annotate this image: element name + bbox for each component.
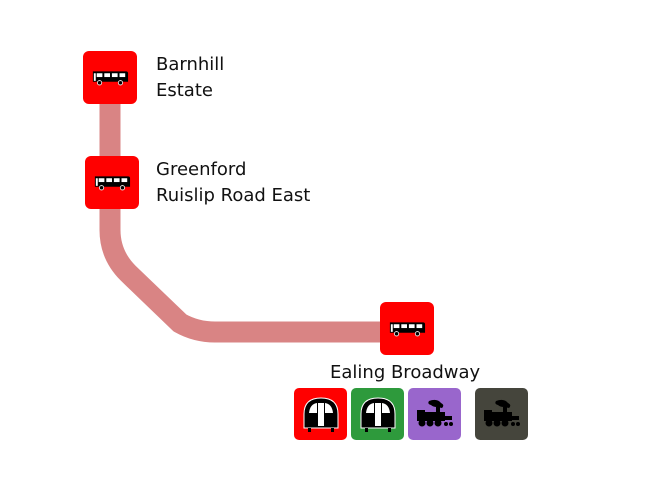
- stop-barnhill-estate[interactable]: [83, 51, 137, 104]
- mode-underground-green[interactable]: [351, 388, 404, 440]
- bus-icon: [388, 321, 426, 337]
- mode-rail-purple[interactable]: [408, 388, 461, 440]
- stop-ealing-broadway[interactable]: [380, 302, 434, 355]
- bus-icon: [93, 175, 131, 191]
- steam-train-icon: [482, 399, 522, 429]
- mode-underground-red[interactable]: [294, 388, 347, 440]
- underground-train-icon: [301, 394, 341, 434]
- stop-label-barnhill-estate: Barnhill Estate: [156, 54, 225, 101]
- stop-label-ealing-broadway: Ealing Broadway: [330, 362, 481, 383]
- route-path: [99, 78, 405, 343]
- interchange-modes: [294, 388, 528, 440]
- steam-train-icon: [415, 399, 455, 429]
- bus-icon: [91, 70, 129, 86]
- underground-train-icon: [358, 394, 398, 434]
- mode-rail-dark[interactable]: [475, 388, 528, 440]
- stop-label-greenford: Greenford Ruislip Road East: [156, 159, 311, 206]
- stop-greenford-ruislip-road-east[interactable]: [85, 156, 139, 209]
